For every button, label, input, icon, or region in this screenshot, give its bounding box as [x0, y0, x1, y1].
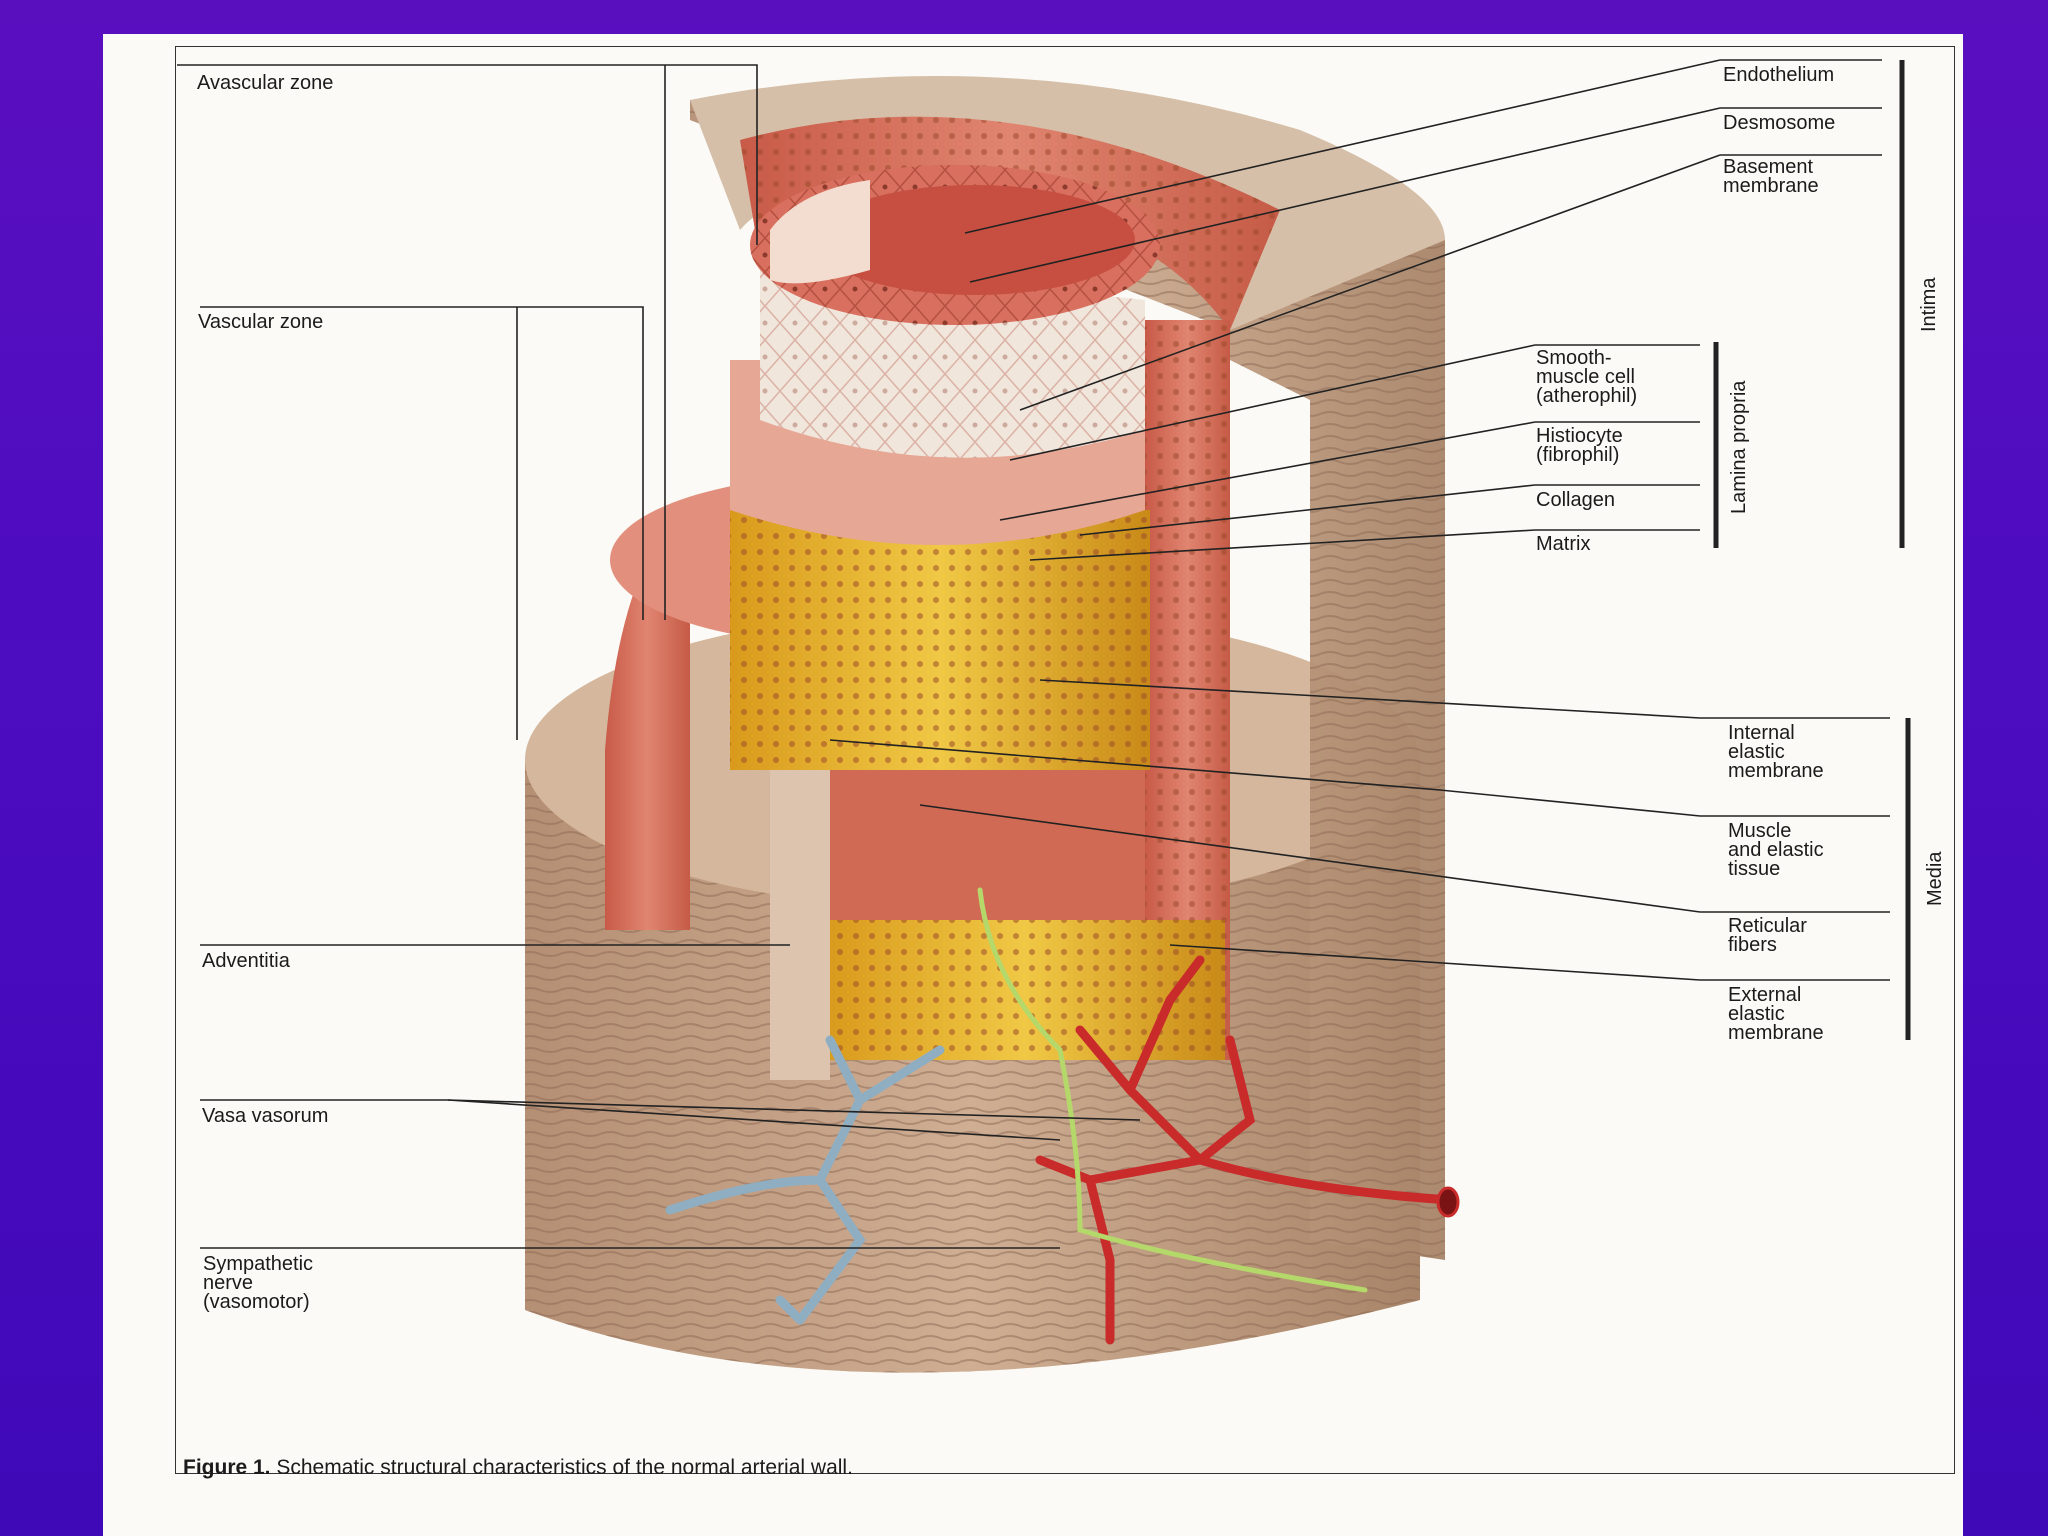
label-vasa-vasorum: Vasa vasorum: [202, 1105, 329, 1127]
bracket-label-intima: Intima: [1918, 277, 1940, 332]
label-matrix: Matrix: [1536, 533, 1591, 555]
figure-caption: Figure 1. Schematic structural character…: [183, 1456, 883, 1479]
label-sympathetic-nerve: Sympathetic nerve (vasomotor): [203, 1253, 314, 1313]
elastic-membrane: [730, 510, 1225, 1060]
caption-label: Figure 1.: [183, 1456, 271, 1479]
label-vascular-zone: Vascular zone: [198, 311, 324, 333]
bracket-label-lamina-propria: Lamina propria: [1728, 380, 1750, 514]
label-external-elastic-membrane: External elastic membrane: [1728, 984, 1824, 1044]
label-endothelium: Endothelium: [1723, 64, 1835, 86]
figure-frame: [175, 46, 1955, 1474]
leader-lines: [177, 59, 1890, 1249]
label-histiocyte: Histiocyte (fibrophil): [1536, 425, 1623, 466]
bracket-label-media: Media: [1924, 851, 1946, 906]
label-basement-membrane: Basement membrane: [1723, 156, 1819, 197]
caption-text: Schematic structural characteristics of …: [276, 1456, 853, 1479]
vasa-vasorum-vessels: [665, 887, 1460, 1345]
label-internal-elastic-membrane: Internal elastic membrane: [1728, 722, 1824, 782]
section-brackets: [1713, 60, 1911, 1040]
label-collagen: Collagen: [1536, 489, 1615, 511]
label-muscle-elastic-tissue: Muscle and elastic tissue: [1728, 820, 1824, 880]
label-desmosome: Desmosome: [1723, 112, 1836, 134]
label-avascular-zone: Avascular zone: [197, 72, 334, 94]
label-adventitia: Adventitia: [202, 950, 290, 972]
intima-layer: [730, 165, 1160, 545]
label-smooth-muscle-cell: Smooth- muscle cell (atherophil): [1536, 347, 1638, 407]
adventitia-cutaway: [770, 770, 830, 1080]
label-reticular-fibers: Reticular fibers: [1728, 915, 1807, 956]
